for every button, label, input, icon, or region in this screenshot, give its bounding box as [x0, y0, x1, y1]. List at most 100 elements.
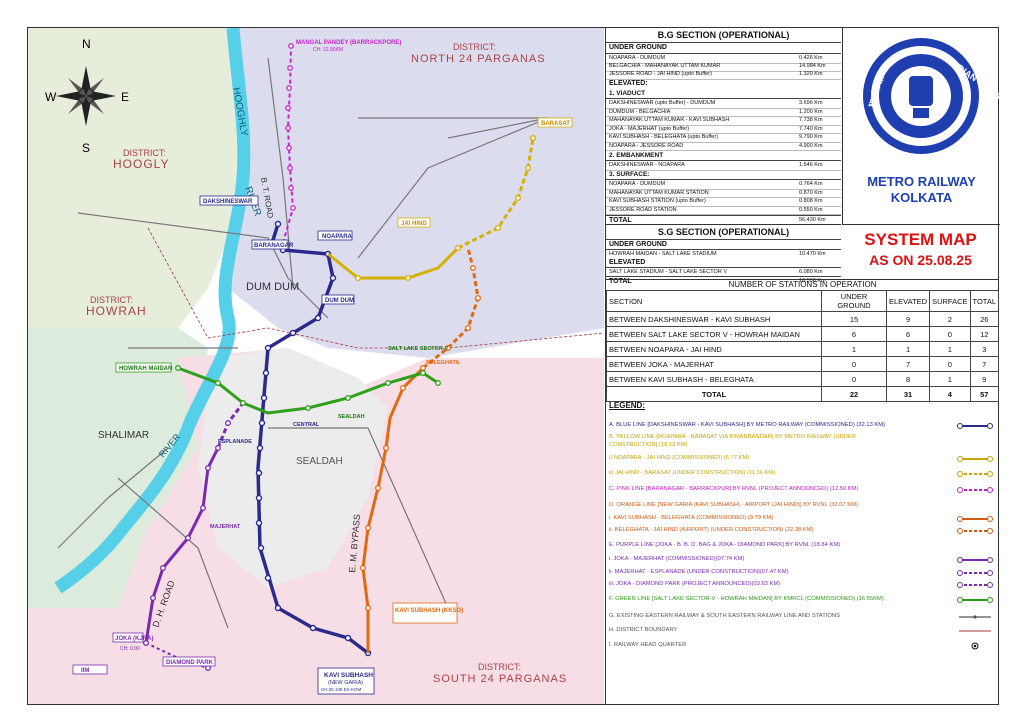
station-dum-dum: DUM DUM [325, 298, 354, 304]
pink-line [282, 45, 295, 244]
station-jai-hind: JAI HIND [401, 221, 427, 227]
station-sealdah-green: SEALDAH [338, 414, 365, 420]
bg-viaduct-row-label: DAKSHINESWAR (upto Buffer) - DUMDUM [609, 100, 716, 106]
bg-viaduct-row-value: 7.740 Km [799, 125, 823, 132]
legend-item: i) NOAPARA - JAI HIND (COMMISSIONED) (6.… [609, 455, 750, 461]
station-kavi-subhash-ch: CH:25.135 EX KOM [321, 687, 362, 692]
hoogly-district-area [28, 28, 243, 328]
south24-label-l1: DISTRICT: [478, 662, 521, 672]
legend-item: i. JOKA - MAJERHAT (COMMISSIONED)(07.74 … [609, 556, 745, 562]
north24-label-l2: NORTH 24 PARGANAS [411, 53, 546, 65]
legend-item: D. ORANGE LINE [NEW GARIA (KAVI SUBHASH)… [609, 502, 858, 508]
sg-el-row-label: SALT LAKE STADIUM - SALT LAKE SECTOR V [609, 269, 727, 275]
count-cell: 12 [969, 326, 1000, 342]
count-cell: 0 [821, 371, 887, 387]
station-noapara: NOAPARA [322, 234, 353, 240]
station-barasat: BARASAT [541, 121, 570, 127]
legend-item: ii. BELEGHATA - JAI HIND (AIRPORT) (UNDE… [609, 527, 814, 533]
shalimar-label: SHALIMAR [98, 430, 149, 441]
count-cell: 6 [821, 326, 887, 342]
section-cell: BETWEEN JOKA - MAJERHAT [606, 356, 822, 372]
bg-ug-row-value: 14.984 Km [799, 63, 826, 69]
legend-item: iii. JOKA - DIAMOND PARK (PROJECT ANNOUN… [609, 581, 781, 587]
district-boundary-symbol-icon [959, 630, 991, 632]
metro-map[interactable]: N W E S DISTRICT: HOOGLY DISTRICT: NORTH… [28, 28, 604, 704]
legend-item: ii) JAI HIND - BARASAT (UNDER CONSTRUCTI… [609, 470, 776, 476]
count-cell: 57 [969, 386, 1000, 402]
count-cell: TOTAL [969, 290, 1000, 312]
hoogly-label-l2: HOOGLY [113, 157, 169, 171]
legend-item: A. BLUE LINE [DAKSHINESWAR - KAVI SUBHAS… [609, 422, 886, 428]
north24-label-l1: DISTRICT: [453, 42, 496, 52]
bg-surface-row-label: JESSORE ROAD STATION [609, 206, 677, 213]
count-cell: 0 [929, 356, 971, 372]
bg-ug-row-value: 1.320 Km [799, 71, 823, 77]
bg-underground-header: UNDER GROUND [609, 44, 667, 51]
section-cell: BETWEEN DAKSHINESWAR - KAVI SUBHASH [606, 311, 822, 327]
station-dakshineswar: DAKSHINESWAR [203, 199, 253, 205]
bg-total-label: TOTAL [609, 217, 632, 224]
count-cell: UNDER GROUND [821, 290, 887, 312]
count-cell: 1 [885, 341, 931, 357]
compass-w: W [45, 90, 57, 104]
station-kavi-subhash: KAVI SUBHASH [324, 672, 373, 679]
count-cell: 1 [821, 341, 887, 357]
bg-viaduct-header: 1. VIADUCT [609, 90, 646, 97]
station-beleghata: BELEGHATA [426, 360, 459, 366]
section-cell: BETWEEN KAVI SUBHASH - BELEGHATA [606, 371, 822, 387]
purple-line-stations [143, 420, 231, 671]
station-kavi-subhash-kkso: KAVI SUBHASH (KKSO) [395, 608, 463, 614]
station-howrah-maidan: HOWRAH MAIDAN [119, 366, 172, 372]
hoogly-label-l1: DISTRICT: [123, 148, 166, 158]
district-boundary [147, 227, 604, 349]
count-cell: 7 [969, 356, 1000, 372]
count-cell: 2 [929, 311, 971, 327]
legend-item: CONSTRUCTION] (18.13 KM) [609, 442, 688, 448]
station-joka-ch: CH: 0.00 [120, 646, 140, 652]
bg-total-value: 56.430 Km [799, 217, 826, 223]
legend-title: LEGEND: [609, 401, 645, 410]
station-salt-lake-v: SALT LAKE SECTOR-V [388, 346, 449, 352]
bg-surface-row-value: 0.550 Km [799, 206, 823, 213]
count-cell: 4 [929, 386, 971, 402]
count-cell: 1 [929, 371, 971, 387]
indian-railways-logo-icon: INDIAN RAILWAYS भारतीय रेल [863, 38, 1019, 154]
count-cell: ELEVATED [885, 290, 931, 312]
bg-viaduct-row-value: 4.900 Km [799, 142, 823, 149]
stations-table-title: NUMBER OF STATIONS IN OPERATION [606, 279, 999, 291]
station-kavi-subhash-sub: (NEW GARIA) [328, 680, 363, 686]
north24-district-area [228, 28, 604, 358]
bg-ug-row-value: 0.426 Km [799, 55, 823, 61]
bg-viaduct-row-label: DUMDUM - BELGACHIA [609, 108, 671, 115]
count-cell: SURFACE [929, 290, 971, 312]
sg-total-value: 16.550 Km [799, 278, 826, 284]
stations-table-row: BETWEEN SALT LAKE SECTOR V - HOWRAH MAID… [606, 326, 1000, 342]
existing-railway-lines [57, 57, 549, 629]
orange-line-stations [360, 265, 481, 611]
section-cell: BETWEEN SALT LAKE SECTOR V - HOWRAH MAID… [606, 326, 822, 342]
logo-name-l2: KOLKATA [890, 190, 953, 205]
legend-item: H. DISTRICT BOUNDARY [609, 627, 678, 633]
bg-viaduct-row-label: NOAPARA - JESSORE ROAD [609, 142, 684, 149]
station-diamond-park: DIAMOND PARK [166, 660, 214, 666]
bg-viaduct-row-value: 3.696 Km [799, 100, 823, 106]
legend-symbol-icon [957, 528, 993, 534]
count-cell: 8 [885, 371, 931, 387]
count-cell: 15 [821, 311, 887, 327]
legend-item: C. PINK LINE [BARANAGAR - BARRACKPUR] BY… [609, 486, 859, 492]
howrah-label-l2: HOWRAH [86, 304, 147, 318]
bg-surface-row-value: 0.764 Km [799, 181, 823, 187]
bg-viaduct-row-label: JOKA - MAJERHAT (upto Buffer) [609, 125, 690, 132]
bg-embankment-row-label: DAKSHINESWAR - NOAPARA [609, 162, 685, 168]
bg-viaduct-row-value: 9.790 Km [799, 134, 823, 140]
bg-ug-row-label: BELGACHIA - MAHANAYAK UTTAM KUMAR [609, 63, 721, 69]
howrah-district-area [28, 328, 208, 608]
dumdum-label: DUM DUM [246, 281, 299, 293]
legend-symbol-icon [957, 487, 993, 493]
legend-symbol-icon [957, 570, 993, 576]
station-central: CENTRAL [293, 422, 320, 428]
count-cell: 26 [969, 311, 1000, 327]
